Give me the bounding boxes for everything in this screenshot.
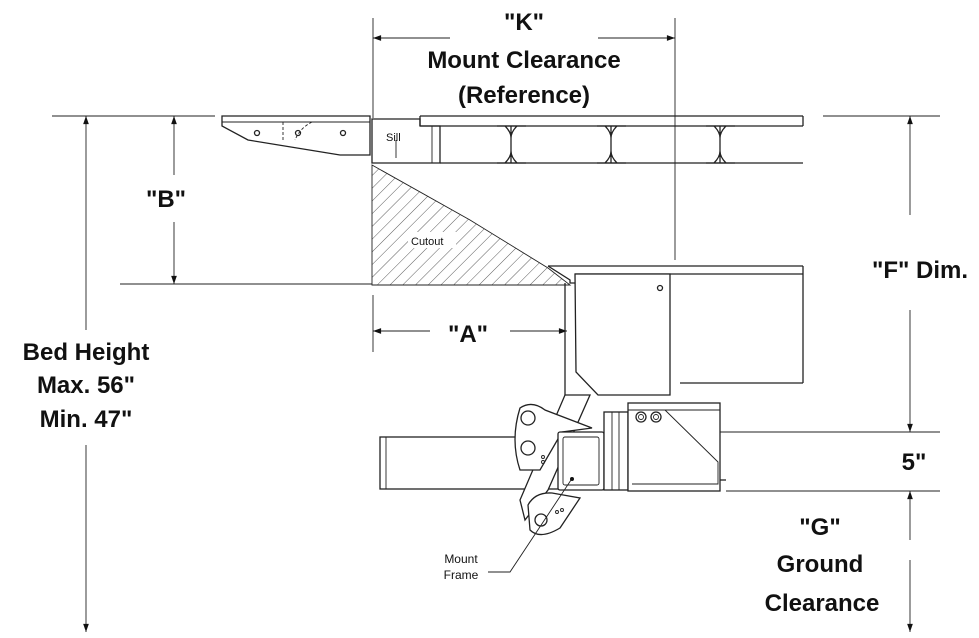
mount-frame-callout: Mount Frame bbox=[444, 479, 572, 582]
five-inch-label: 5" bbox=[902, 449, 927, 476]
k-mount-clearance-label: Mount Clearance bbox=[427, 47, 620, 74]
five-inch-dimension: 5" bbox=[720, 431, 940, 492]
frame-label: Frame bbox=[444, 568, 479, 582]
bed-min-label: Min. 47" bbox=[40, 406, 133, 433]
b-dimension: "B" bbox=[52, 115, 372, 285]
g-label: "G" bbox=[799, 514, 840, 541]
clearance-label: Clearance bbox=[765, 590, 880, 617]
k-label: "K" bbox=[504, 9, 544, 36]
square-tube bbox=[557, 431, 605, 491]
i-beam bbox=[597, 125, 626, 164]
i-beam bbox=[706, 125, 735, 164]
bed-max-label: Max. 56" bbox=[37, 372, 135, 399]
b-label: "B" bbox=[146, 186, 186, 213]
conveyor-beam bbox=[547, 265, 804, 396]
trailer-floor bbox=[419, 115, 804, 164]
cutout-region: Cutout bbox=[371, 164, 572, 286]
g-dimension: "G" Ground Clearance bbox=[765, 490, 913, 632]
k-reference-label: (Reference) bbox=[458, 82, 590, 109]
ground-label: Ground bbox=[777, 551, 864, 578]
mount-frame-assembly bbox=[379, 394, 726, 536]
a-label: "A" bbox=[448, 321, 488, 348]
sill-label: Sill bbox=[386, 132, 401, 144]
f-dimension: "F" Dim. bbox=[823, 115, 968, 433]
k-dimension: "K" Mount Clearance (Reference) bbox=[372, 9, 676, 260]
bed-height-label: Bed Height bbox=[23, 339, 150, 366]
bed-height-dimension: Bed Height Max. 56" Min. 47" bbox=[23, 116, 150, 632]
i-beam bbox=[497, 125, 526, 164]
cutout-label: Cutout bbox=[411, 236, 443, 248]
mount-label: Mount bbox=[444, 552, 478, 566]
sill: Sill bbox=[371, 118, 441, 164]
leveler-lip bbox=[221, 115, 371, 156]
a-dimension: "A" bbox=[372, 295, 567, 352]
f-label: "F" Dim. bbox=[872, 257, 968, 284]
